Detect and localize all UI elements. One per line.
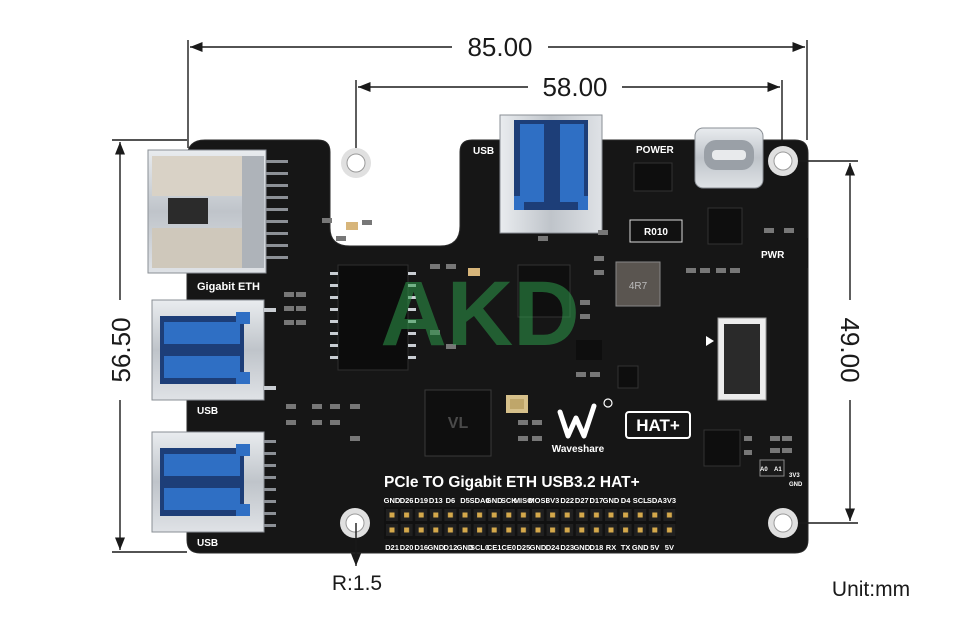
label-power: POWER [636, 145, 675, 156]
gpio-pin-label: 3V3 [663, 496, 676, 505]
svg-text:HAT+: HAT+ [636, 416, 680, 435]
label-a0: A0 [760, 467, 768, 473]
gpio-pin-label: D25 [517, 543, 531, 552]
label-gigabit-eth: Gigabit ETH [197, 281, 260, 293]
dim-text-49: 49.00 [835, 317, 865, 382]
gpio-pin-label: D6 [446, 496, 456, 505]
current-sense-resistor: R010 [629, 219, 683, 243]
label-a1: A1 [774, 467, 782, 473]
ic-pcie-switch: VL [424, 389, 492, 457]
label-3v3: 3V3 [789, 473, 800, 479]
gpio-pin-label: D24 [546, 543, 561, 552]
label-pwr-led: PWR [761, 250, 785, 261]
gpio-pin-label: GND [457, 543, 474, 552]
label-usb-bottom: USB [197, 538, 218, 549]
label-inductor: 4R7 [629, 281, 648, 292]
gpio-pin-label: D13 [429, 496, 443, 505]
gpio-pin-label: D27 [575, 496, 589, 505]
gpio-pin-label: SCL [633, 496, 648, 505]
address-jumper: A0 A1 3V3 GND [759, 459, 803, 488]
unit-label: Unit:mm [832, 578, 910, 601]
hat-badge: HAT+ [625, 411, 691, 439]
gpio-pin-label: D19 [414, 496, 428, 505]
gpio-pin-label: CE0 [502, 543, 517, 552]
dimension-hole-spacing-x: 58.00 [355, 72, 783, 148]
gpio-pin-label: 3V3 [546, 496, 559, 505]
board-title: PCIe TO Gigabit ETH USB3.2 HAT+ [384, 474, 640, 491]
svg-text:VL: VL [448, 415, 469, 432]
ic-usb-hub [517, 264, 571, 318]
gpio-pin-label: GND [384, 496, 401, 505]
gpio-pin-label: RX [606, 543, 616, 552]
power-mosfet [633, 162, 673, 192]
gpio-pin-label: D26 [400, 496, 414, 505]
gpio-pin-label: 5V [650, 543, 659, 552]
gpio-pin-label: D17 [590, 496, 604, 505]
mounting-hole-top-left [341, 148, 371, 178]
gpio-pin-label: GND [486, 496, 503, 505]
smd-components [284, 218, 794, 455]
gpio-pin-label: D23 [560, 543, 574, 552]
dim-text-radius: R:1.5 [332, 572, 382, 595]
dim-text-58: 58.00 [542, 72, 607, 102]
dimension-overall-width: 85.00 [187, 32, 808, 148]
gpio-pin-label: GND [573, 543, 590, 552]
gpio-pin-label: D21 [385, 543, 399, 552]
gpio-pin-label: D20 [400, 543, 414, 552]
usb-c-power-port [694, 127, 764, 189]
gpio-pin-label: GND [530, 543, 547, 552]
gpio-pin-label: 5V [665, 543, 674, 552]
mounting-hole-bottom-left [340, 508, 370, 538]
crystal [506, 395, 528, 413]
label-resistor: R010 [644, 227, 668, 238]
gpio-pin-label: MISO [514, 496, 533, 505]
regulator-ic [617, 207, 743, 467]
dim-text-85: 85.00 [467, 32, 532, 62]
label-usb-middle: USB [197, 406, 218, 417]
gpio-pin-label: SDA [647, 496, 663, 505]
gpio-pin-label: SDA0 [470, 496, 490, 505]
gpio-pin-label: GND [603, 496, 620, 505]
gpio-pin-label: MOSI [528, 496, 547, 505]
dimension-hole-radius: R:1.5 [332, 523, 382, 595]
watermark: AKD [380, 263, 579, 365]
gpio-pin-label: D18 [590, 543, 604, 552]
gpio-pin-label: GND [427, 543, 444, 552]
gpio-pin-label: GND [632, 543, 649, 552]
gpio-pin-label: SCL0 [470, 543, 489, 552]
dimension-hole-spacing-y: 49.00 [798, 160, 865, 524]
brand-name: Waveshare [552, 444, 605, 455]
ic-eth-controller [330, 264, 416, 371]
mounting-hole-top-right [768, 146, 798, 176]
usb-port-top [499, 114, 603, 234]
power-inductor: 4R7 [615, 261, 661, 307]
label-gnd: GND [789, 482, 803, 488]
dim-text-56: 56.50 [106, 317, 136, 382]
gpio-pin-label: D4 [621, 496, 631, 505]
gpio-pin-label: SCK [501, 496, 517, 505]
mounting-hole-bottom-right [768, 508, 798, 538]
ethernet-jack [147, 149, 288, 274]
gpio-pin-label: CE1 [487, 543, 502, 552]
gpio-pin-label: D5 [460, 496, 470, 505]
gpio-pin-label: D22 [560, 496, 574, 505]
ffc-connector [706, 317, 767, 401]
label-usb-top: USB [473, 146, 494, 157]
dimension-overall-height: 56.50 [106, 139, 187, 553]
pcb-board [186, 139, 809, 554]
waveshare-logo-icon [557, 398, 613, 439]
gpio-header [384, 507, 678, 539]
usb-port-middle [151, 299, 276, 401]
gpio-pin-label: D16 [414, 543, 428, 552]
gpio-pin-label: D12 [444, 543, 458, 552]
usb-port-bottom [151, 431, 276, 533]
gpio-pin-label: TX [621, 543, 631, 552]
